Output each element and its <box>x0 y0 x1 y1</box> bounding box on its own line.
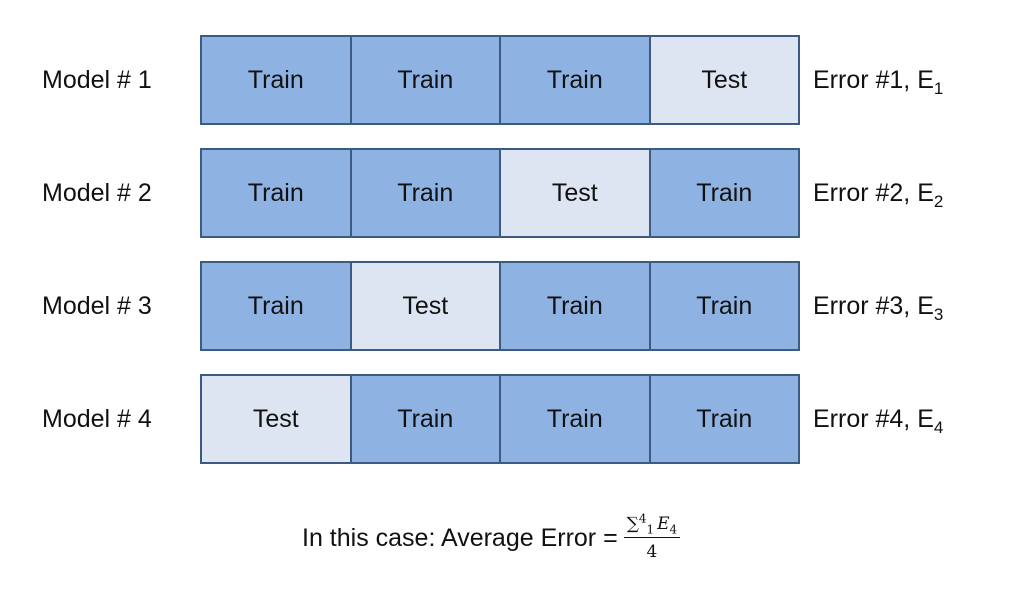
model-row-3: Model # 3 Train Test Train Train Error #… <box>0 261 1011 351</box>
fold-train: Train <box>499 263 649 349</box>
error-text: Error #4, E <box>813 405 934 433</box>
sum-symbol: ∑ <box>626 513 639 534</box>
fold-test: Test <box>202 376 350 462</box>
error-label: Error #3, E3 <box>813 261 943 351</box>
summand: E <box>657 513 670 534</box>
fold-strip: Test Train Train Train <box>200 374 800 464</box>
error-subscript: 3 <box>933 305 944 324</box>
fold-train: Train <box>202 263 350 349</box>
sum-lower-limit: 1 <box>646 521 655 536</box>
error-text: Error #2, E <box>813 179 934 207</box>
model-row-2: Model # 2 Train Train Test Train Error #… <box>0 148 1011 238</box>
model-row-4: Model # 4 Test Train Train Train Error #… <box>0 374 1011 464</box>
fold-train: Train <box>648 150 798 236</box>
error-subscript: 2 <box>933 192 944 211</box>
fold-train: Train <box>202 150 350 236</box>
error-subscript: 1 <box>933 79 944 98</box>
formula-denominator: 4 <box>646 541 658 562</box>
fold-train: Train <box>349 150 499 236</box>
fold-train: Train <box>349 376 499 462</box>
error-label: Error #4, E4 <box>813 374 943 464</box>
model-row-1: Model # 1 Train Train Train Test Error #… <box>0 35 1011 125</box>
fold-train: Train <box>499 37 649 123</box>
sum-upper-limit: 4 <box>638 510 647 525</box>
error-label: Error #1, E1 <box>813 35 943 125</box>
fold-train: Train <box>499 376 649 462</box>
fold-train: Train <box>202 37 350 123</box>
fold-strip: Train Train Train Test <box>200 35 800 125</box>
fold-train: Train <box>349 37 499 123</box>
model-label: Model # 3 <box>42 292 152 320</box>
error-text: Error #1, E <box>813 66 934 94</box>
model-label: Model # 2 <box>42 179 152 207</box>
fold-strip: Train Train Test Train <box>200 148 800 238</box>
fold-train: Train <box>648 263 798 349</box>
fold-train: Train <box>648 376 798 462</box>
model-label: Model # 1 <box>42 66 152 94</box>
error-label: Error #2, E2 <box>813 148 943 238</box>
error-text: Error #3, E <box>813 292 934 320</box>
fold-test: Test <box>648 37 798 123</box>
model-label: Model # 4 <box>42 405 152 433</box>
formula-prefix: In this case: Average Error = <box>302 523 618 552</box>
fold-test: Test <box>499 150 649 236</box>
error-subscript: 4 <box>933 418 944 437</box>
fold-test: Test <box>349 263 499 349</box>
fold-strip: Train Test Train Train <box>200 261 800 351</box>
summand-subscript: 4 <box>669 521 678 536</box>
